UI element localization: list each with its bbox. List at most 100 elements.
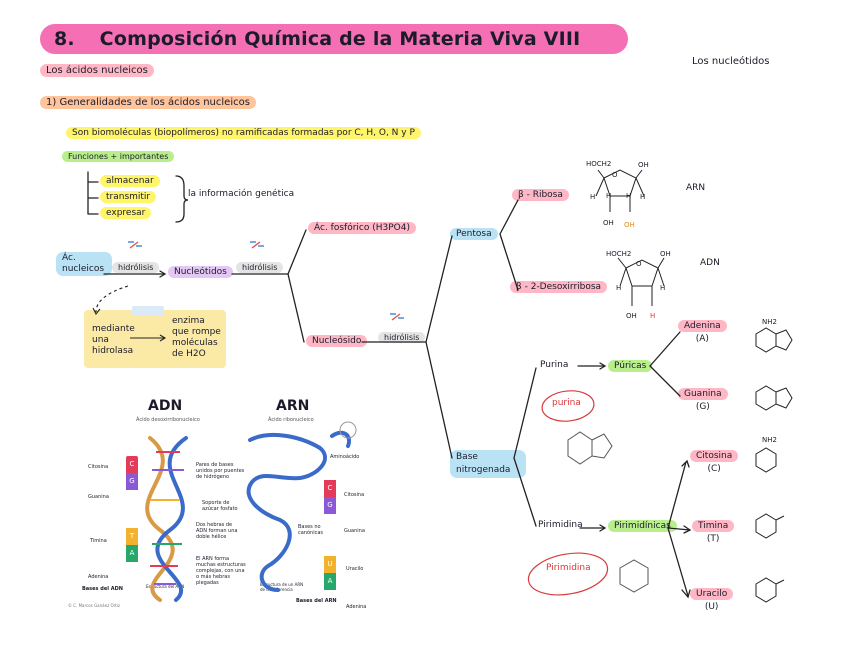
oh: OH	[638, 161, 649, 169]
citosina: Citosina (C)	[690, 450, 739, 474]
center-note: El ARN forma muchas estructuras compleja…	[196, 556, 246, 586]
h: H	[616, 284, 622, 292]
uracilo: Uracilo (U)	[690, 588, 734, 612]
center-note: Soporte de azúcar fosfato	[202, 500, 238, 512]
nucleotidos: Nucleótidos	[168, 266, 233, 278]
desoxirribosa-label: β - 2-Desoxirribosa	[510, 281, 608, 293]
rna-right-label: Uracilo	[346, 566, 364, 572]
hidrolisis-label-3: hidrólisis	[378, 332, 426, 343]
h: H	[640, 193, 646, 201]
citosina-label: Citosina	[690, 450, 739, 462]
note-text: una	[92, 335, 109, 345]
dna-base-block: C G	[126, 456, 138, 490]
adenina: Adenina (A)	[678, 320, 727, 344]
h-highlight: H	[650, 312, 656, 320]
rna-right-label: Citosina	[344, 492, 365, 498]
oh: OH	[603, 219, 614, 227]
acido-fosforico: Ác. fosfórico (H3PO4)	[308, 222, 416, 234]
rna-right-label: Aminoácido	[330, 454, 360, 460]
note-text: que rompe	[172, 327, 221, 337]
title-text: Composición Química de la Materia Viva V…	[99, 28, 581, 50]
corner-note: Los nucleótidos	[692, 56, 770, 67]
adenina-letter: (A)	[695, 334, 709, 344]
oh-highlight: OH	[624, 221, 635, 229]
dna-left-label: Adenina	[88, 574, 109, 580]
rna-right-label: Guanina	[344, 528, 365, 534]
adn-title: ADN	[148, 398, 183, 414]
h: H	[626, 192, 632, 200]
rna-base-block: C G	[324, 480, 336, 514]
pentosa: Pentosa	[450, 228, 498, 240]
acidos-nucleicos: Ác. nucleicos	[56, 252, 112, 276]
oh: OH	[626, 312, 637, 320]
guanina-label: Guanina	[678, 388, 728, 400]
title-number: 8.	[54, 28, 75, 50]
rna-right-label: Adenina	[346, 604, 367, 610]
base-letter: U	[324, 556, 336, 573]
base-letter: G	[324, 497, 336, 514]
center-note: Dos hebras de ADN forman una doble hélic…	[196, 522, 238, 540]
arn-title: ARN	[276, 398, 310, 414]
adenina-label: Adenina	[678, 320, 727, 332]
nucleosido: Nucleósido	[306, 335, 368, 347]
dna-left-footer: Bases del ADN	[82, 586, 123, 592]
base-letter: A	[324, 573, 336, 590]
base-letter: C	[324, 480, 336, 497]
dna-left-label: Guanina	[88, 494, 109, 500]
timina-letter: (T)	[706, 534, 720, 544]
estructura-arn: Estructura de un ARN de transferencia	[260, 582, 304, 592]
function-item: expresar	[100, 207, 152, 219]
ribosa: β - Ribosa	[512, 189, 569, 201]
h: H	[590, 193, 596, 201]
adn-label: ADN	[700, 258, 720, 268]
hoch2: HOCH2	[586, 160, 612, 168]
pirimidina-circle-text: Pirimidina	[546, 563, 591, 573]
dna-left-label: Citosina	[88, 464, 109, 470]
functions-result: la información genética	[188, 189, 295, 199]
citosina-letter: (C)	[707, 464, 721, 474]
hidrolisis-label-1: hidrólisis	[112, 262, 160, 273]
base-letter: A	[126, 545, 138, 562]
h: H	[660, 284, 666, 292]
pirimidinicas: Pirimidínicas	[608, 520, 677, 532]
section-heading: 1) Generalidades de los ácidos nucleicos	[40, 96, 256, 109]
functions-header: Funciones + importantes	[62, 151, 175, 162]
note-text: hidrolasa	[92, 346, 134, 356]
timina-label: Timina	[692, 520, 735, 532]
estructura-adn: Estructura del ADN	[146, 584, 185, 589]
note-text: moléculas	[172, 338, 218, 348]
timina: Timina (T)	[692, 520, 735, 544]
base-letter: T	[126, 528, 138, 545]
hydrolysis-note	[84, 310, 226, 368]
pirimidina: Pirimidina	[538, 520, 583, 530]
note-right: enzima que rompe moléculas de H2O	[172, 316, 221, 360]
dna-base-block: T A	[126, 528, 138, 562]
oh: OH	[660, 250, 671, 258]
page-title: 8. Composición Química de la Materia Viv…	[40, 24, 628, 54]
hidrolisis-label-2: hidrólisis	[236, 262, 284, 273]
function-item: almacenar	[100, 175, 160, 187]
base-letter: G	[126, 473, 138, 490]
hoch2: HOCH2	[606, 250, 632, 258]
ribosa-label: β - Ribosa	[512, 189, 569, 201]
bases-no-canonicas: Bases no canónicas	[298, 524, 324, 536]
definition: Son biomoléculas (biopolímeros) no ramif…	[66, 127, 421, 139]
note-text: mediante	[92, 324, 135, 334]
purina: Purina	[540, 360, 569, 370]
adn-subtitle: Ácido desoxirribonucleico	[136, 417, 200, 423]
uracilo-letter: (U)	[704, 602, 719, 612]
note-text: enzima	[172, 316, 205, 326]
h: H	[606, 192, 612, 200]
center-note: Pares de bases unidos por puentes de hid…	[196, 462, 245, 480]
uracilo-label: Uracilo	[690, 588, 734, 600]
desoxirribosa: β - 2-Desoxirribosa	[510, 281, 608, 293]
ring-o: O	[612, 171, 618, 179]
credit: © C. Marcos Ganáez Ortiz	[68, 603, 121, 608]
rna-base-block: U A	[324, 556, 336, 590]
base-letter: C	[129, 460, 135, 468]
dna-figure: ADN Ácido desoxirribonucleico ARN Ácido …	[62, 396, 378, 610]
note-left: mediante una hidrolasa	[92, 324, 135, 357]
rna-right-footer: Bases del ARN	[296, 598, 337, 604]
guanina: Guanina (G)	[678, 388, 728, 412]
ring-o: O	[636, 260, 642, 268]
